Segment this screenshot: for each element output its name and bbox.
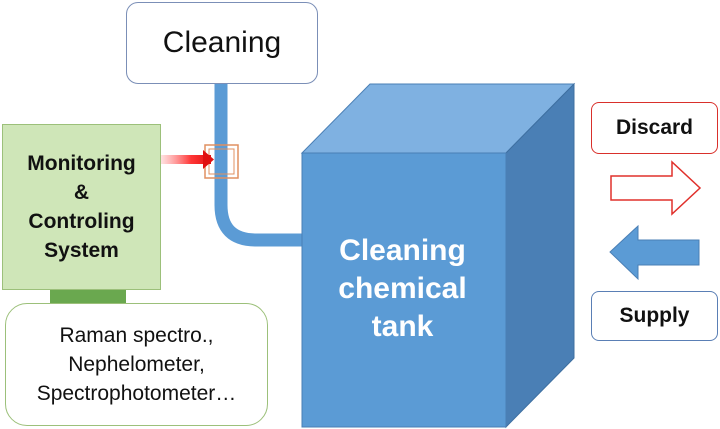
cleaning-label: Cleaning: [162, 26, 282, 59]
supply-box: Supply: [591, 291, 718, 341]
monitoring-line-2: &: [73, 181, 90, 204]
tank-front-face: [301, 152, 507, 428]
tank-label: Cleaning chemical tank: [302, 232, 503, 346]
monitoring-line-4: System: [44, 239, 119, 262]
monitoring-line-1: Monitoring: [27, 152, 136, 175]
instrument-line-3: Spectrophotometer…: [36, 382, 237, 405]
monitor-connector: [50, 290, 126, 304]
monitoring-line-3: Controling: [28, 210, 135, 233]
tank-line-1: Cleaning: [339, 234, 466, 267]
discard-label: Discard: [615, 116, 694, 139]
supply-label: Supply: [619, 304, 690, 327]
tank-line-2: chemical: [338, 272, 467, 305]
cleaning-box: Cleaning: [126, 2, 318, 84]
discard-arrow-icon: [610, 160, 702, 216]
tank-line-3: tank: [371, 310, 434, 343]
supply-arrow-icon: [609, 224, 700, 281]
instrument-line-2: Nephelometer,: [68, 353, 205, 376]
laser-beam-tip: [203, 150, 214, 169]
pipe: [214, 84, 303, 247]
instruments-box: Raman spectro., Nephelometer, Spectropho…: [5, 303, 268, 426]
instrument-line-1: Raman spectro.,: [59, 324, 214, 347]
monitoring-system-box: Monitoring & Controling System: [2, 124, 161, 290]
laser-beam-icon: [161, 155, 211, 164]
discard-box: Discard: [591, 102, 718, 154]
